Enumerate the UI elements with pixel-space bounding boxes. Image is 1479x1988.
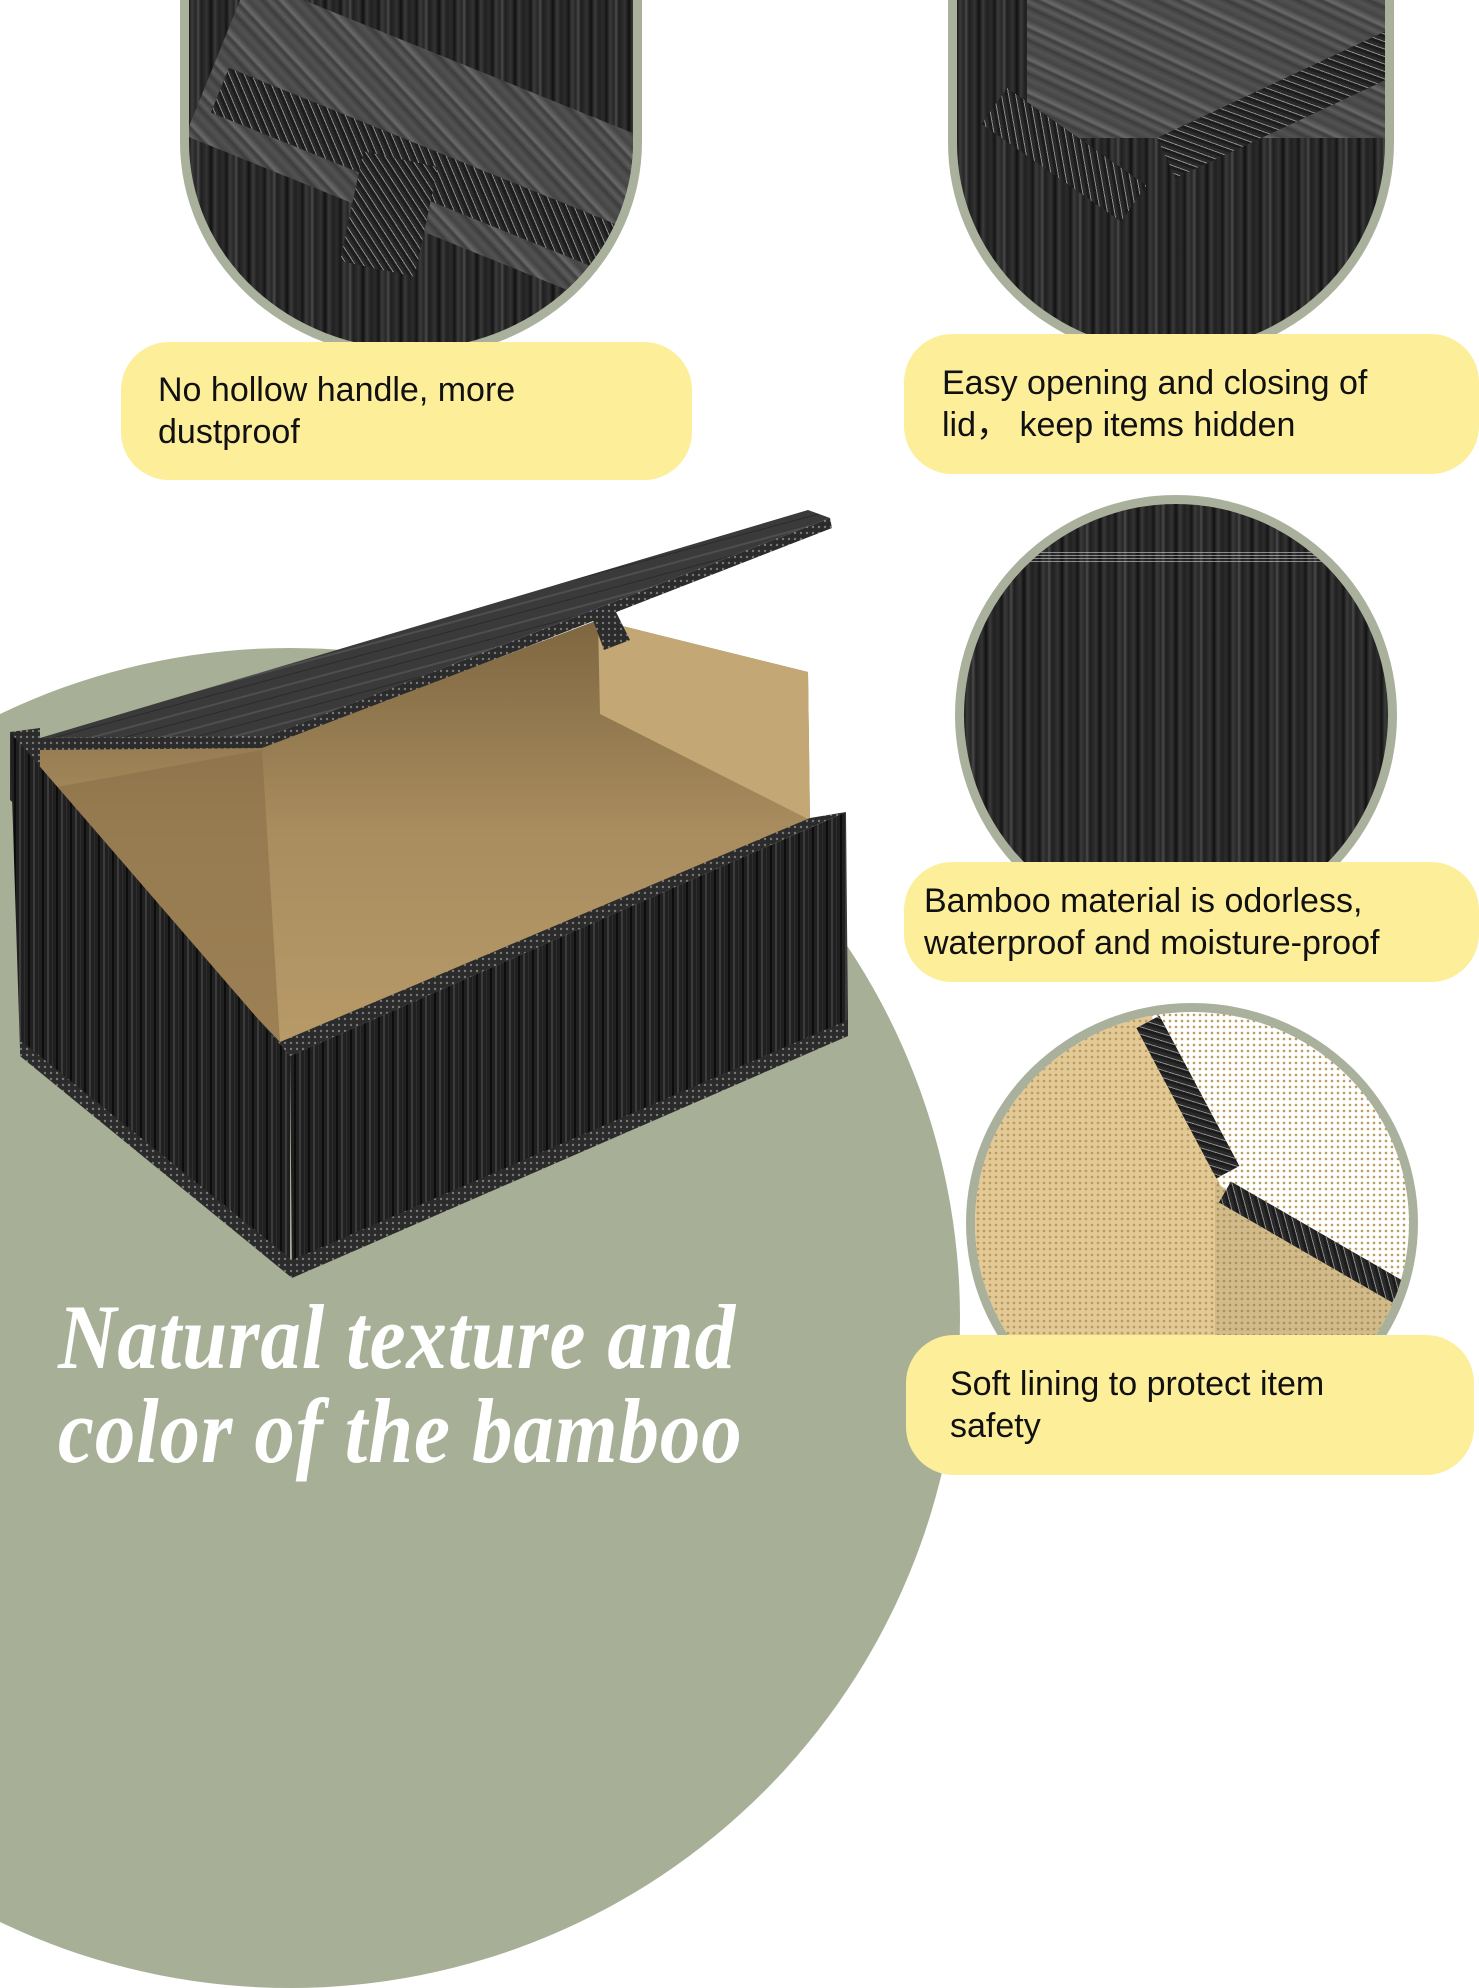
handle-detail-photo xyxy=(180,0,642,358)
caption-lining: Soft lining to protect item safety xyxy=(906,1335,1474,1475)
caption-lid-line2: lid， keep items hidden xyxy=(942,406,1296,444)
caption-handle-line1: No hollow handle, more xyxy=(158,371,516,409)
caption-handle: No hollow handle, more dustproof xyxy=(121,342,692,480)
caption-material: Bamboo material is odorless, waterproof … xyxy=(904,862,1479,982)
caption-lid: Easy opening and closing of lid， keep it… xyxy=(904,334,1479,474)
headline-line2: color of the bamboo xyxy=(58,1380,743,1482)
bamboo-box-illustration xyxy=(10,510,848,1278)
caption-material-line2: waterproof and moisture-proof xyxy=(924,924,1380,962)
headline: Natural texture and color of the bamboo xyxy=(58,1290,743,1478)
caption-handle-line2: dustproof xyxy=(158,413,300,451)
product-bamboo-box xyxy=(0,500,860,1300)
caption-material-line1: Bamboo material is odorless, xyxy=(924,882,1363,920)
caption-lining-line1: Soft lining to protect item xyxy=(950,1365,1325,1403)
lid-corner-photo xyxy=(948,0,1394,360)
caption-lid-line1: Easy opening and closing of xyxy=(942,364,1368,402)
caption-lining-line2: safety xyxy=(950,1407,1041,1445)
stitch-line xyxy=(964,552,1388,562)
headline-line1: Natural texture and xyxy=(58,1286,736,1388)
